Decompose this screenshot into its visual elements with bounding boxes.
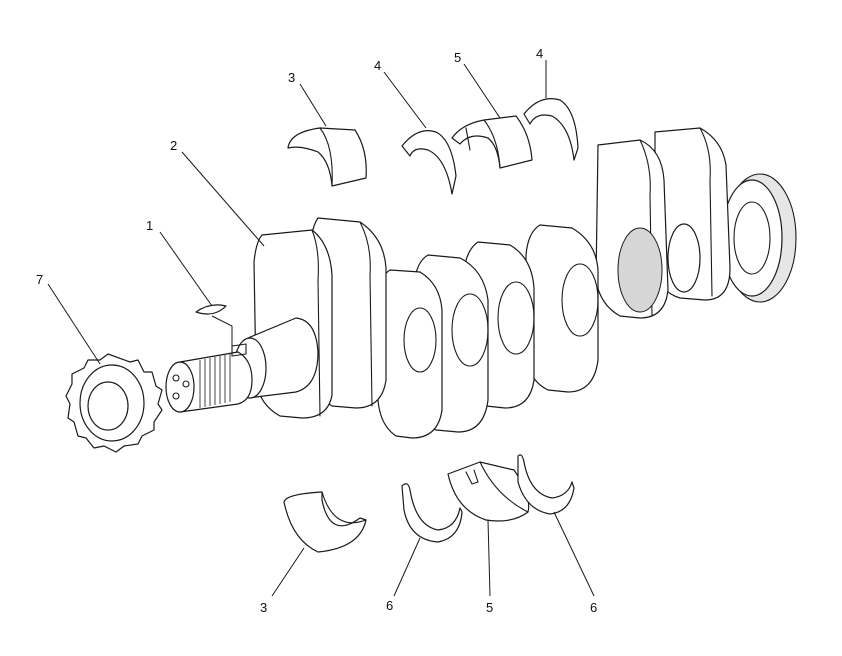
callout-2: 2 [170, 138, 177, 153]
callout-6-lower-right: 6 [590, 600, 597, 615]
crankshaft-rear-flange [721, 173, 797, 303]
leader-5-lower [487, 519, 491, 597]
crankshaft-splined-nose [165, 343, 253, 413]
callout-6-lower-left: 6 [386, 598, 393, 613]
leader-lines [47, 60, 595, 597]
lower-thrust-washer-left [401, 483, 463, 543]
leader-5-upper [463, 63, 501, 119]
leader-6-lower-left [393, 537, 421, 597]
upper-thrust-washer-right [523, 98, 579, 161]
crankshaft-gear [65, 353, 163, 453]
upper-main-bearing-left [287, 127, 367, 187]
callout-7: 7 [36, 272, 43, 287]
callout-4-upper-left: 4 [374, 58, 381, 73]
leader-3-upper [299, 83, 327, 127]
leader-4-upper-left [383, 71, 427, 129]
leader-3-lower [271, 547, 305, 597]
crankshaft [165, 127, 797, 439]
leader-7 [47, 283, 101, 365]
crankshaft-journal-5 [617, 223, 701, 313]
callout-4-upper-right: 4 [536, 46, 543, 61]
woodruff-key [195, 304, 233, 350]
callout-3-upper: 3 [288, 70, 295, 85]
upper-main-bearing-center [451, 115, 533, 169]
lower-thrust-washer-right [517, 454, 575, 515]
callout-labels: 1 2 3 4 5 4 7 3 6 5 6 [36, 46, 597, 615]
callout-1: 1 [146, 218, 153, 233]
leader-6-lower-right [553, 511, 595, 597]
crankshaft-web-3 [377, 269, 443, 439]
leader-2 [181, 151, 265, 247]
callout-3-lower: 3 [260, 600, 267, 615]
lower-main-bearing-center [447, 461, 530, 522]
leader-1 [159, 231, 213, 307]
lower-main-bearing-left [283, 491, 367, 553]
callout-5-upper: 5 [454, 50, 461, 65]
upper-thrust-washer-left [401, 130, 457, 195]
crankshaft-web-6 [525, 224, 599, 393]
callout-5-lower: 5 [486, 600, 493, 615]
